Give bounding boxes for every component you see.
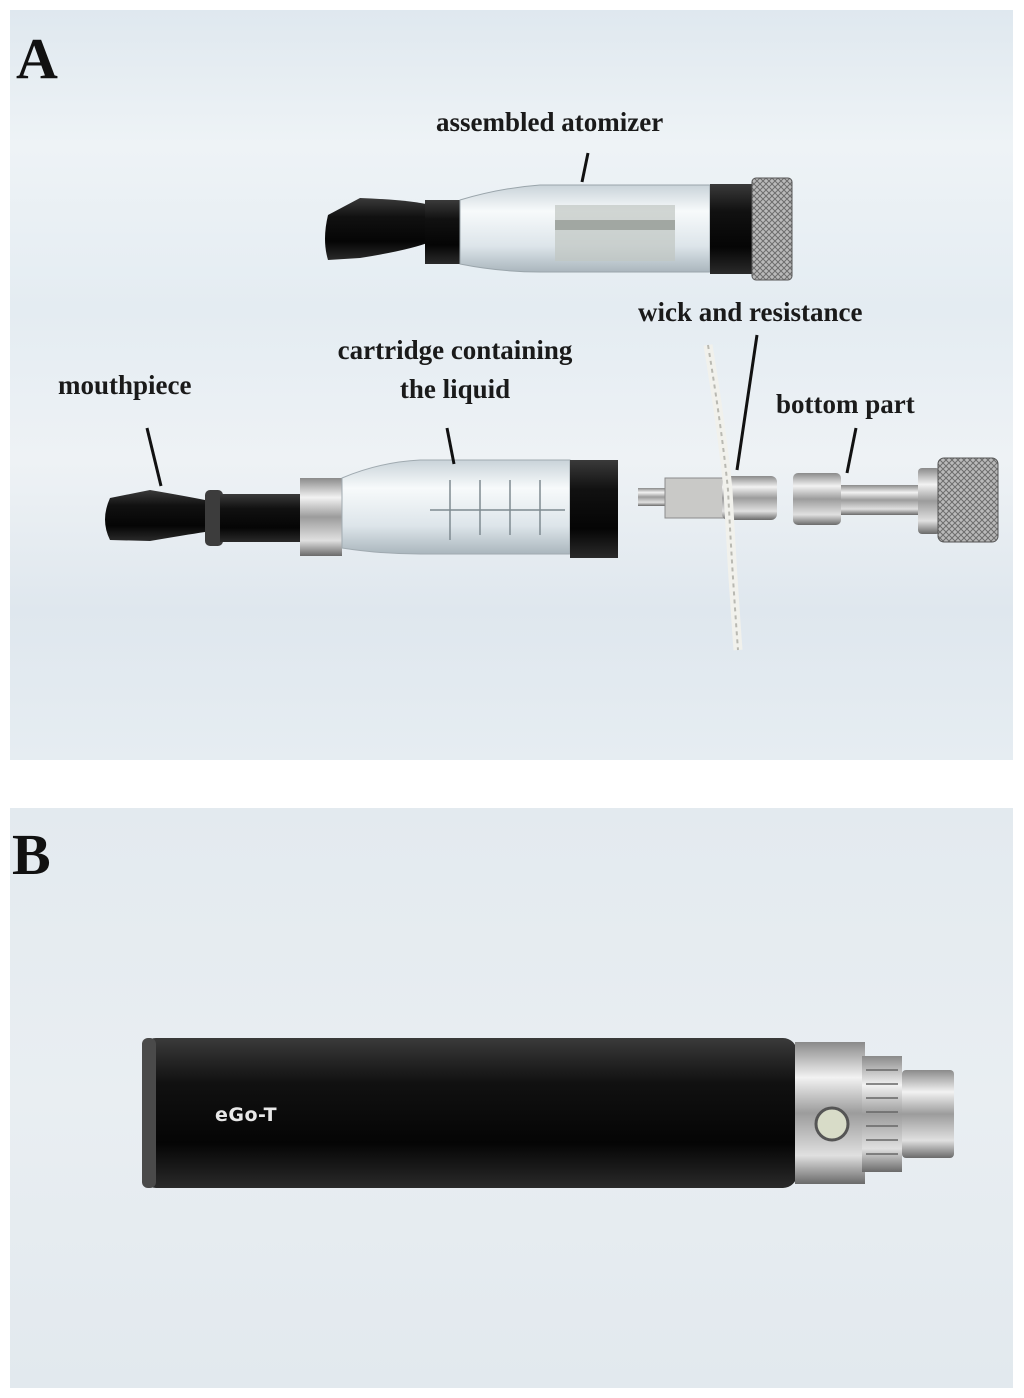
- label-wick-and-resistance: wick and resistance: [638, 297, 863, 327]
- wick-pointer: [735, 334, 759, 471]
- label-assembled-atomizer: assembled atomizer: [436, 107, 664, 137]
- atomizer-parts-illustration: [105, 152, 999, 651]
- cartridge: [300, 459, 618, 558]
- panel-b-letter: B: [12, 822, 51, 887]
- wick-and-resistance: [638, 344, 777, 651]
- panel-a-letter: A: [16, 26, 58, 91]
- panel-a-photo: A assembled atomizer mouthpiece cartridg…: [10, 10, 1013, 760]
- mouthpiece-pointer: [145, 427, 163, 487]
- label-mouthpiece: mouthpiece: [58, 370, 192, 400]
- assembled-atomizer-pointer: [580, 152, 590, 183]
- label-bottom-part: bottom part: [776, 389, 915, 419]
- bottom-part: [793, 457, 999, 543]
- label-cartridge-line1: cartridge containing: [337, 335, 573, 365]
- bottom-part-pointer: [845, 427, 858, 474]
- cartridge-pointer: [445, 427, 456, 465]
- assembled-atomizer: [325, 177, 793, 281]
- panel-b-photo: B eGo-T: [10, 808, 1013, 1388]
- battery-illustration: [142, 1038, 954, 1188]
- battery-brand-label: eGo-T: [215, 1104, 278, 1126]
- battery: [142, 1038, 954, 1188]
- label-cartridge-line2: the liquid: [399, 374, 511, 404]
- mouthpiece: [105, 490, 300, 546]
